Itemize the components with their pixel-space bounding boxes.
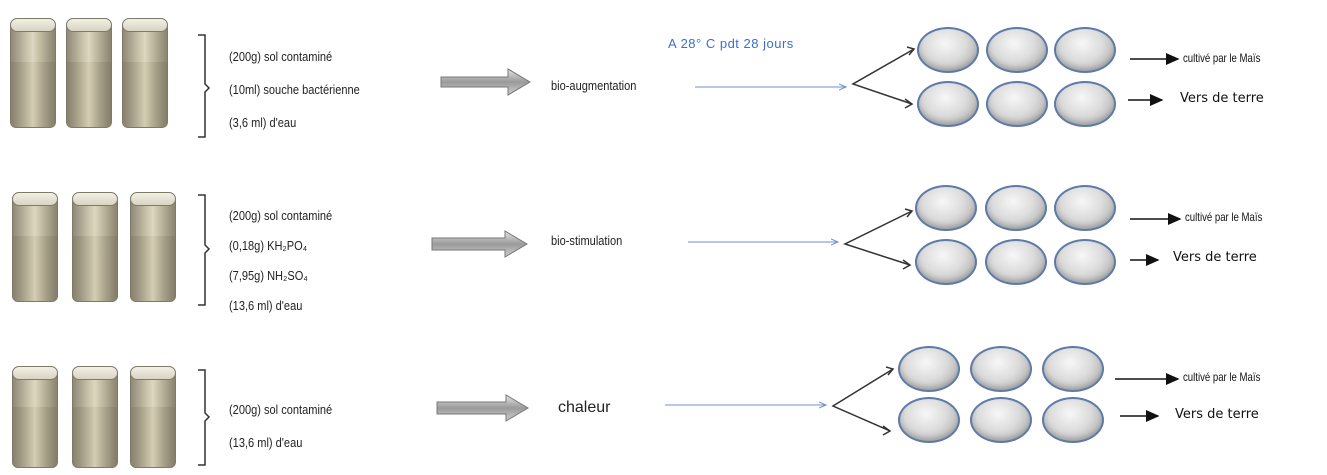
row2-fat-arrow xyxy=(431,230,528,258)
petri-dish xyxy=(986,27,1048,73)
row1-output-mais: cultivé par le Maïs xyxy=(1183,51,1261,65)
petri-dish xyxy=(985,239,1047,285)
tube xyxy=(72,192,118,302)
tube xyxy=(66,18,112,128)
row2-ingredients: (200g) sol contaminé (0,18g) KH₂PO₄ (7,9… xyxy=(229,201,332,321)
row3-brace xyxy=(198,369,211,466)
petri-dish xyxy=(898,346,960,392)
ingredient: (0,18g) KH₂PO₄ xyxy=(229,238,308,253)
row3-ingredients: (200g) sol contaminé (13,6 ml) d'eau xyxy=(229,393,332,459)
row3-method-label: chaleur xyxy=(558,399,611,416)
row3-output-mais: cultivé par le Maïs xyxy=(1183,370,1261,384)
ingredient: (3,6 ml) d'eau xyxy=(229,115,297,130)
row1-fat-arrow xyxy=(440,68,531,96)
petri-dish xyxy=(1054,239,1116,285)
ingredient: (200g) sol contaminé xyxy=(229,49,333,64)
incubation-note: A 28° C pdt 28 jours xyxy=(668,36,794,51)
petri-dish xyxy=(898,397,960,443)
row1-ingredients: (200g) sol contaminé (10ml) souche bacté… xyxy=(229,40,360,139)
petri-dish xyxy=(1042,346,1104,392)
tube xyxy=(130,366,176,468)
petri-dish xyxy=(915,185,977,231)
ingredient: (13,6 ml) d'eau xyxy=(229,298,303,313)
row2-output-vers: Vers de terre xyxy=(1173,250,1257,265)
row2-method-label: bio-stimulation xyxy=(551,233,623,248)
ingredient: (7,95g) NH₂SO₄ xyxy=(229,268,308,283)
petri-dish xyxy=(1054,27,1116,73)
tube xyxy=(12,192,58,302)
tube xyxy=(122,18,168,128)
row2-output-mais: cultivé par le Maïs xyxy=(1185,210,1263,224)
ingredient: (10ml) souche bactérienne xyxy=(229,82,360,97)
row3-split xyxy=(831,366,895,436)
row2-brace xyxy=(198,194,211,306)
petri-dish xyxy=(917,27,979,73)
row1-output-vers: Vers de terre xyxy=(1180,91,1264,106)
row1-brace xyxy=(198,34,211,138)
petri-dish xyxy=(970,397,1032,443)
petri-dish xyxy=(985,185,1047,231)
petri-dish xyxy=(970,346,1032,392)
tube xyxy=(12,366,58,468)
petri-dish xyxy=(1054,81,1116,127)
ingredient: (13,6 ml) d'eau xyxy=(229,435,303,450)
ingredient: (200g) sol contaminé xyxy=(229,402,333,417)
tube xyxy=(72,366,118,468)
petri-dish xyxy=(917,81,979,127)
tube xyxy=(130,192,176,302)
row2-split xyxy=(843,208,914,270)
petri-dish xyxy=(1054,185,1116,231)
row3-output-vers: Vers de terre xyxy=(1175,407,1259,422)
ingredient: (200g) sol contaminé xyxy=(229,208,333,223)
row1-method-label: bio-augmentation xyxy=(551,78,637,93)
petri-dish xyxy=(986,81,1048,127)
petri-dish xyxy=(915,239,977,285)
row3-fat-arrow xyxy=(436,394,529,422)
row1-split xyxy=(851,46,916,109)
petri-dish xyxy=(1042,397,1104,443)
tube xyxy=(10,18,56,128)
